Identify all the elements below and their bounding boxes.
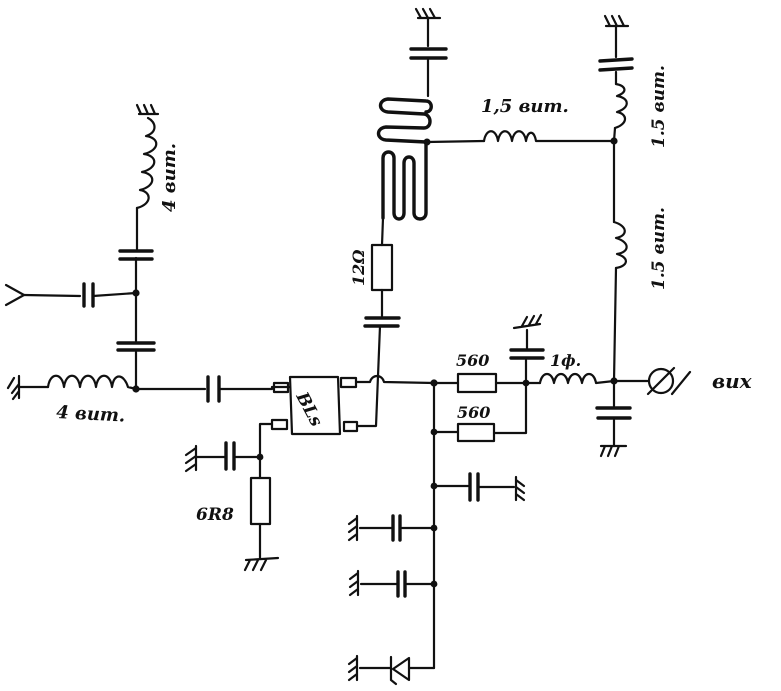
stripline-meander bbox=[381, 140, 428, 221]
gate-coupling-capacitor bbox=[206, 375, 221, 403]
output-bypass-capacitor bbox=[595, 406, 632, 420]
top-bypass-capacitor bbox=[409, 47, 448, 60]
input-capacitor bbox=[82, 282, 95, 308]
stripline-meander-top bbox=[376, 97, 433, 144]
top-ground bbox=[414, 7, 442, 20]
junction-gate bbox=[132, 385, 140, 393]
label-transistor: BLs bbox=[291, 388, 326, 430]
label-resistor-a: 560 bbox=[456, 351, 489, 370]
label-emitter-resistor: 6R8 bbox=[196, 505, 234, 525]
drain-feedback-capacitor bbox=[363, 316, 401, 328]
output-connector-symbol bbox=[646, 366, 692, 396]
input-coil bbox=[46, 374, 138, 391]
diode-ground bbox=[347, 654, 359, 682]
wire-drain-feedback bbox=[355, 324, 382, 428]
input-arrow-symbol bbox=[4, 283, 82, 307]
right-coil-top bbox=[613, 82, 628, 130]
output-shunt-capacitor bbox=[509, 348, 545, 360]
shunt-ground-2 bbox=[347, 514, 359, 542]
tap-capacitor-lower bbox=[116, 341, 156, 352]
output-resistor-b bbox=[456, 422, 496, 443]
emitter-resistor bbox=[249, 476, 272, 526]
label-resistor-b: 560 bbox=[457, 403, 490, 422]
right-top-capacitor bbox=[598, 57, 634, 72]
drain-resistor bbox=[370, 243, 394, 292]
source-bypass-ground bbox=[184, 444, 198, 473]
output-shunt-ground bbox=[512, 313, 543, 330]
output-coil bbox=[538, 372, 616, 385]
label-tap-coil: 4 вит. bbox=[159, 143, 180, 212]
label-right-coil-top: 1.5 вит. bbox=[649, 65, 669, 148]
tap-coil bbox=[135, 116, 158, 210]
tap-capacitor-upper bbox=[118, 249, 154, 261]
label-mid-coil: 1,5 вит. bbox=[481, 96, 569, 117]
right-coil-mid bbox=[612, 220, 628, 270]
output-ground bbox=[599, 444, 628, 458]
wire-to-transistor bbox=[217, 385, 292, 391]
input-ground-symbol bbox=[6, 374, 50, 401]
label-right-coil-mid: 1.5 вит. bbox=[649, 207, 669, 290]
wire-source bbox=[258, 422, 274, 480]
label-output-coil: 1ф. bbox=[550, 351, 581, 370]
mid-coil bbox=[482, 130, 616, 143]
label-input-coil: 4 вит. bbox=[56, 402, 126, 427]
shunt-capacitor-2 bbox=[391, 514, 402, 542]
wire-drain-output bbox=[354, 374, 436, 385]
source-bypass-capacitor bbox=[224, 441, 236, 471]
label-drain-resistor: 12Ω bbox=[349, 249, 368, 286]
emitter-ground bbox=[243, 556, 280, 572]
output-resistor-a bbox=[456, 372, 498, 394]
shunt-capacitor-1 bbox=[468, 472, 480, 502]
label-output: вих bbox=[712, 369, 753, 393]
shunt-capacitor-3 bbox=[396, 570, 407, 598]
junction-tap-input bbox=[132, 289, 140, 297]
zener-diode bbox=[389, 655, 411, 686]
shunt-ground-1 bbox=[514, 475, 526, 502]
tap-coil-ground bbox=[135, 103, 160, 116]
shunt-ground-3 bbox=[348, 569, 360, 597]
right-top-ground bbox=[603, 14, 630, 28]
